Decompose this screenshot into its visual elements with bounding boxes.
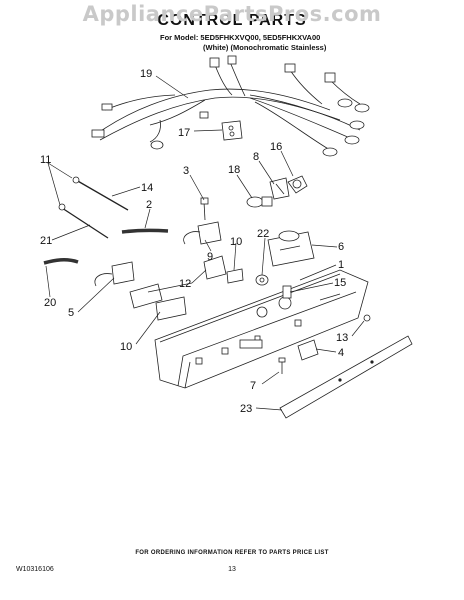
callout-9: 9 [207,251,213,263]
knob-22 [255,274,269,286]
callouts: 19 17 16 8 18 3 11 14 2 21 9 10 22 6 1 1… [40,68,348,415]
callout-12: 12 [179,278,191,290]
screw-13 [363,314,371,322]
wire-harness [91,55,370,157]
page-number: 13 [228,566,236,573]
thermostat-5 [94,261,135,287]
callout-2: 2 [146,199,152,211]
sleeve-2 [121,228,169,234]
bulb-15 [282,285,292,299]
trim-strip-23 [279,335,413,419]
label-10 [155,268,244,321]
connector-17 [221,120,243,141]
document-number: W10316106 [16,566,54,573]
model-line-1: For Model: 5ED5FHKXVQ00, 5ED5FHKXVA00 [160,33,321,42]
callout-3: 3 [183,165,189,177]
model-line-2: (White) (Monochromatic Stainless) [203,43,327,52]
part-4 [297,339,319,361]
callout-13: 13 [336,332,348,344]
cam-switch-16 [287,175,308,194]
bracket-12 [129,255,227,309]
capillary-14 [72,176,129,211]
callout-4: 4 [338,347,344,359]
lamp-18 [246,196,273,208]
callout-14: 14 [141,182,153,194]
callout-6: 6 [338,241,344,253]
callout-10b: 10 [120,341,132,353]
footer-note: FOR ORDERING INFORMATION REFER TO PARTS … [135,550,329,556]
callout-11: 11 [40,154,51,166]
page-title: CONTROL PARTS [157,12,307,29]
callout-16: 16 [270,141,282,153]
callout-15: 15 [334,277,346,289]
watermark: AppliancePartsPros.com [82,2,382,26]
callout-23: 23 [240,403,252,415]
sleeve-20 [43,258,79,265]
model-line: For Model: 5ED5FHKXVQ00, 5ED5FHKXVA00 (W… [160,33,460,53]
callout-1: 1 [338,259,344,271]
thermostat-9 [183,197,222,245]
control-housing-1 [154,269,369,389]
callout-7: 7 [250,380,256,392]
callout-8: 8 [253,151,259,163]
capillary-21 [58,203,109,239]
parts-diagram: 19 17 16 8 18 3 11 14 2 21 9 10 22 6 1 1… [40,55,413,419]
callout-18: 18 [228,164,240,176]
callout-10a: 10 [230,236,242,248]
callout-19: 19 [140,68,152,80]
switch-8 [269,177,290,200]
callout-17: 17 [178,127,190,139]
callout-20: 20 [44,297,56,309]
callout-5: 5 [68,307,74,319]
control-6 [267,230,315,267]
callout-22: 22 [257,228,269,240]
screw-7 [278,357,286,374]
callout-21: 21 [40,235,52,247]
leader-lines [45,75,365,411]
